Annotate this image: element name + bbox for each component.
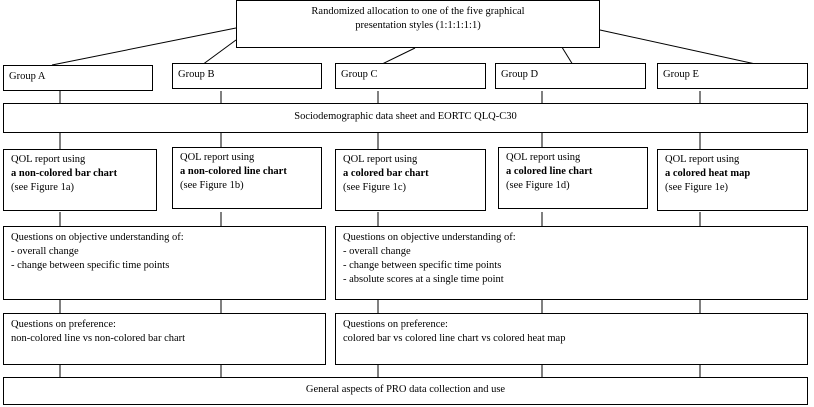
understanding-left-box: Questions on objective understanding of:…: [3, 226, 326, 300]
report-a-figure-ref: (see Figure 1a): [11, 182, 74, 193]
report-d-box: QOL report using a colored line chart (s…: [498, 147, 648, 209]
preference-left-title: Questions on preference:: [11, 319, 116, 330]
report-c-style: a colored bar chart: [343, 168, 429, 179]
understanding-right-item: - overall change: [343, 246, 411, 257]
report-b-figure-ref: (see Figure 1b): [180, 180, 244, 191]
report-e-style: a colored heat map: [665, 168, 751, 179]
sociodemographic-box: Sociodemographic data sheet and EORTC QL…: [3, 103, 808, 133]
understanding-right-item: - change between specific time points: [343, 260, 502, 271]
understanding-right-title: Questions on objective understanding of:: [343, 232, 516, 243]
preference-right-text: colored bar vs colored line chart vs col…: [343, 333, 566, 344]
preference-left-box: Questions on preference: non-colored lin…: [3, 313, 326, 365]
report-b-box: QOL report using a non-colored line char…: [172, 147, 322, 209]
report-a-box: QOL report using a non-colored bar chart…: [3, 149, 157, 211]
report-b-prefix: QOL report using: [180, 152, 255, 163]
report-d-style: a colored line chart: [506, 166, 593, 177]
understanding-right-item: - absolute scores at a single time point: [343, 274, 504, 285]
report-b-style: a non-colored line chart: [180, 166, 287, 177]
report-c-box: QOL report using a colored bar chart (se…: [335, 149, 486, 211]
report-d-prefix: QOL report using: [506, 152, 581, 163]
preference-right-title: Questions on preference:: [343, 319, 448, 330]
connector-line: [51, 27, 237, 66]
report-d-figure-ref: (see Figure 1d): [506, 180, 570, 191]
group-b-box: Group B: [172, 63, 322, 89]
report-c-figure-ref: (see Figure 1c): [343, 182, 406, 193]
report-e-prefix: QOL report using: [665, 154, 740, 165]
preference-right-box: Questions on preference: colored bar vs …: [335, 313, 808, 365]
report-c-prefix: QOL report using: [343, 154, 418, 165]
connector-line: [379, 47, 416, 66]
understanding-left-item: - change between specific time points: [11, 260, 170, 271]
report-e-box: QOL report using a colored heat map (see…: [657, 149, 808, 211]
group-a-label: Group A: [9, 71, 46, 82]
group-a-box: Group A: [3, 65, 153, 91]
connector-line: [201, 39, 237, 66]
preference-left-text: non-colored line vs non-colored bar char…: [11, 333, 186, 344]
group-b-label: Group B: [178, 69, 215, 80]
general-aspects-label: General aspects of PRO data collection a…: [305, 384, 506, 395]
report-a-style: a non-colored bar chart: [11, 168, 118, 179]
understanding-left-title: Questions on objective understanding of:: [11, 232, 184, 243]
randomization-line-2: presentation styles (1:1:1:1:1): [355, 20, 481, 31]
group-e-label: Group E: [663, 69, 699, 80]
group-e-box: Group E: [657, 63, 808, 89]
randomization-box: Randomized allocation to one of the five…: [236, 0, 600, 48]
group-c-box: Group C: [335, 63, 486, 89]
report-e-figure-ref: (see Figure 1e): [665, 182, 728, 193]
group-d-label: Group D: [501, 69, 539, 80]
understanding-left-item: - overall change: [11, 246, 79, 257]
randomization-line-1: Randomized allocation to one of the five…: [311, 6, 525, 17]
connector-line: [599, 29, 761, 66]
group-d-box: Group D: [495, 63, 646, 89]
sociodemographic-label: Sociodemographic data sheet and EORTC QL…: [294, 111, 517, 122]
general-aspects-box: General aspects of PRO data collection a…: [3, 377, 808, 405]
group-c-label: Group C: [341, 69, 378, 80]
report-a-prefix: QOL report using: [11, 154, 86, 165]
understanding-right-box: Questions on objective understanding of:…: [335, 226, 808, 300]
